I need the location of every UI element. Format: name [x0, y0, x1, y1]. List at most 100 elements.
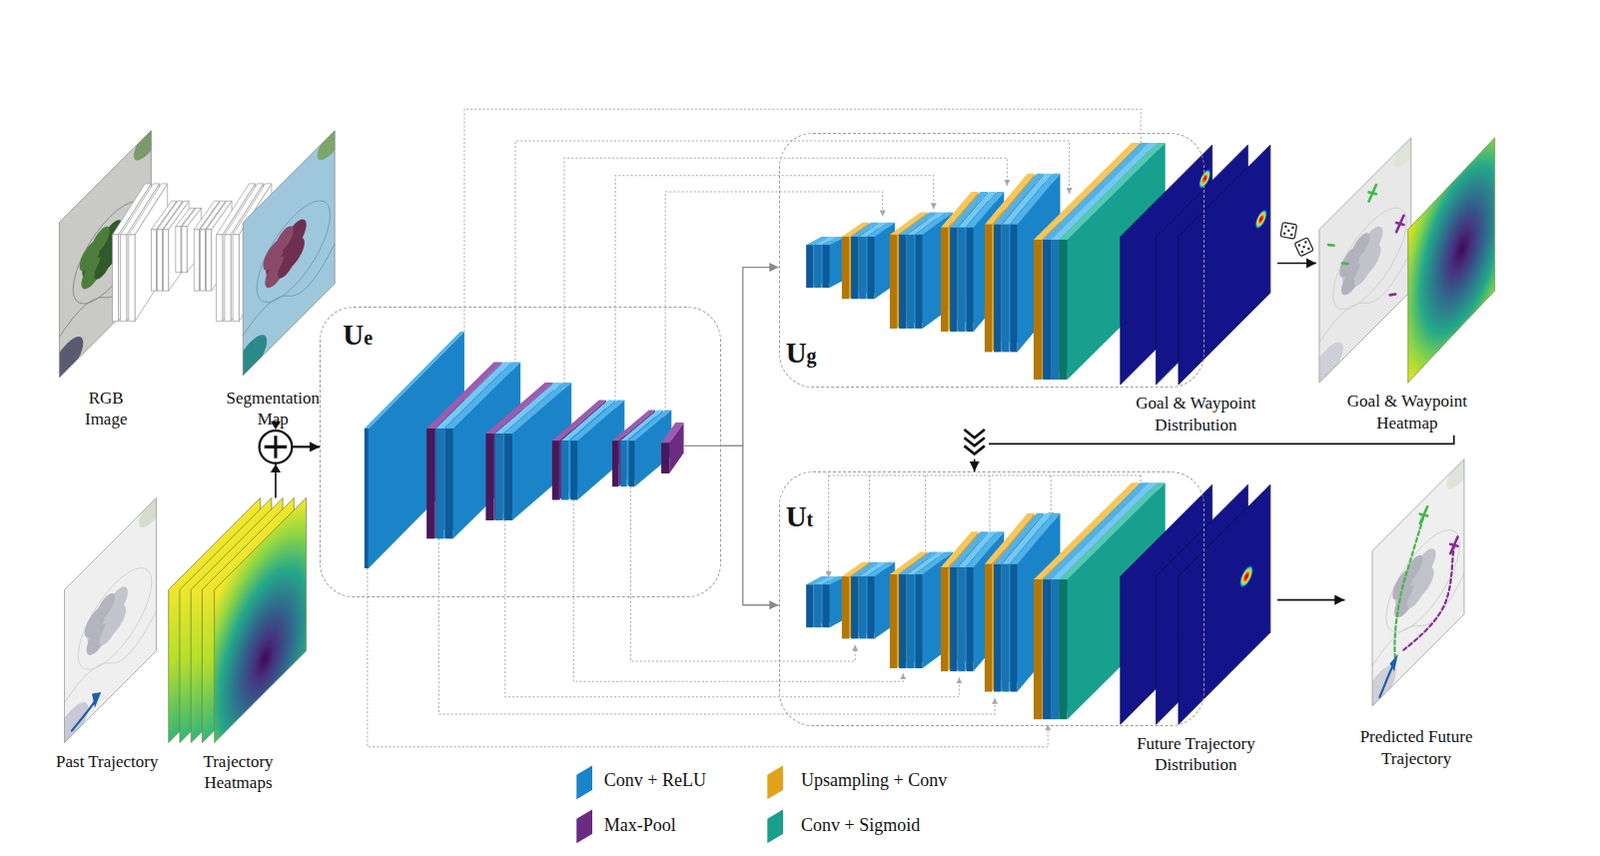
conv-relu-layer-front: [850, 236, 858, 299]
concat-symbol: [259, 430, 293, 464]
dice-symbol: [1280, 222, 1298, 240]
caption-label: Past Trajectory: [40, 751, 174, 773]
goal-mark: [1450, 537, 1458, 555]
upsampling-conv-layer-front: [889, 574, 897, 669]
connector-arrow: [1277, 262, 1317, 265]
past-trajectory-image-content: [64, 497, 157, 743]
tree-canopy: [98, 616, 116, 651]
conv-relu-layer-front: [898, 234, 906, 329]
segmentation-net-layer-front: [199, 229, 205, 291]
conv-relu-layer-front: [906, 234, 914, 329]
conv-relu-layer-front: [445, 428, 454, 539]
conv-relu-layer-front: [957, 227, 965, 332]
conv-relu-layer-front: [364, 428, 369, 569]
trajectory-heatmap: [214, 497, 307, 743]
conv-relu-layer-front: [435, 428, 444, 539]
conv-sigmoid-layer-front: [1058, 239, 1067, 380]
conv-relu-layer-top: [570, 399, 625, 441]
dice-pip: [1291, 226, 1295, 230]
skip-connection: [1050, 475, 1052, 519]
ground-patch: [58, 327, 83, 378]
heatmap-stack: Trajectory Heatmaps: [168, 498, 309, 797]
dice-pip: [1290, 233, 1294, 237]
trajectory-heatmap-content: [214, 497, 307, 743]
ground-patch: [1446, 459, 1464, 498]
legend-label: Conv + Sigmoid: [800, 814, 920, 837]
skip-connection: [573, 500, 903, 683]
conv-relu-layer-front: [866, 576, 874, 639]
conv-relu-layer: [821, 236, 844, 288]
predicted-trajectory: [1403, 546, 1455, 653]
prediction-image: [1363, 442, 1477, 721]
conv-relu-layer-front: [1009, 224, 1017, 353]
caption-label: Segmentation Map: [211, 387, 335, 431]
conv-relu-layer-front: [1050, 579, 1059, 720]
conv-relu-layer: [570, 399, 625, 500]
connector-arrow: [1277, 599, 1345, 602]
tree-canopy: [1407, 579, 1425, 614]
conv-sigmoid-layer-front: [1058, 579, 1067, 720]
conv-relu-layer-front: [561, 440, 569, 500]
dice-symbol: [1294, 237, 1314, 257]
waypoint-mark: [1328, 239, 1335, 252]
tree-canopy: [277, 249, 295, 284]
goal-sample-image-content: [1319, 137, 1412, 383]
upsampling-conv-layer-front: [984, 564, 992, 693]
skip-connection: [438, 538, 995, 715]
conv-relu-layer-front: [813, 244, 821, 288]
skip-connection: [924, 475, 926, 564]
conv-relu-layer: [821, 576, 844, 628]
goal-mark: [1396, 215, 1404, 233]
max-pool-layer-top: [661, 422, 684, 443]
segmentation-net-layer-front: [163, 229, 169, 291]
skip-connection: [828, 474, 1142, 476]
segmentation-net-layer-front: [175, 226, 181, 273]
probability-peak: [1239, 559, 1255, 594]
goal-heatmap: [1408, 137, 1496, 383]
segmentation-net-layer: [128, 183, 168, 322]
conv-relu-layer-front: [965, 567, 973, 672]
past-trajectory-image: [54, 481, 168, 757]
group-title: Ut: [786, 501, 814, 534]
dice-pip: [1300, 249, 1304, 253]
input-image: Past Trajectory: [40, 498, 174, 776]
conv-relu-layer: [504, 382, 572, 521]
chevron-ground: [959, 427, 989, 460]
road-ring: [256, 179, 331, 324]
distribution-map-content: [1178, 484, 1271, 725]
tree-canopy: [1354, 256, 1372, 291]
conv-relu-layer-front: [821, 244, 829, 288]
conv-relu-layer-side: [368, 331, 465, 569]
goal-mark: [1369, 184, 1377, 202]
max-pool-layer-front: [485, 433, 494, 521]
trajectory-heatmap-ground: [214, 497, 307, 743]
goal-heatmap-frame: [1408, 137, 1496, 383]
tree-canopy: [93, 250, 111, 285]
past-trajectory: [71, 697, 98, 731]
tree-canopy: [91, 220, 110, 259]
conv-relu-layer-front: [570, 440, 578, 500]
upsampling-conv-layer-front: [984, 224, 992, 353]
segmentation-net-layer-front: [206, 229, 212, 291]
conv-relu-layer-front: [1042, 239, 1051, 380]
conv-relu-layer-front: [858, 576, 866, 639]
legend-swatch: [576, 808, 593, 843]
segmentation-net-layer-front: [150, 229, 156, 291]
input-arrowhead: [270, 464, 281, 473]
segmentation-net-layer-front: [216, 234, 223, 322]
goal-sample-image-frame: [1319, 137, 1412, 383]
distribution-map-frame: [1178, 484, 1271, 725]
dice-pip: [1304, 240, 1308, 244]
skip-connection: [868, 475, 870, 569]
legend-swatch: [576, 765, 593, 800]
skip-connection: [515, 140, 1070, 365]
tree-canopy: [96, 587, 115, 625]
conv-relu-layer-front: [1001, 224, 1009, 353]
ground-patch: [138, 497, 156, 535]
segmentation-net-layer-front: [120, 234, 127, 322]
upsampling-conv-layer-front: [889, 234, 897, 329]
tree-canopy: [1351, 227, 1370, 265]
ground-patch: [317, 130, 335, 168]
